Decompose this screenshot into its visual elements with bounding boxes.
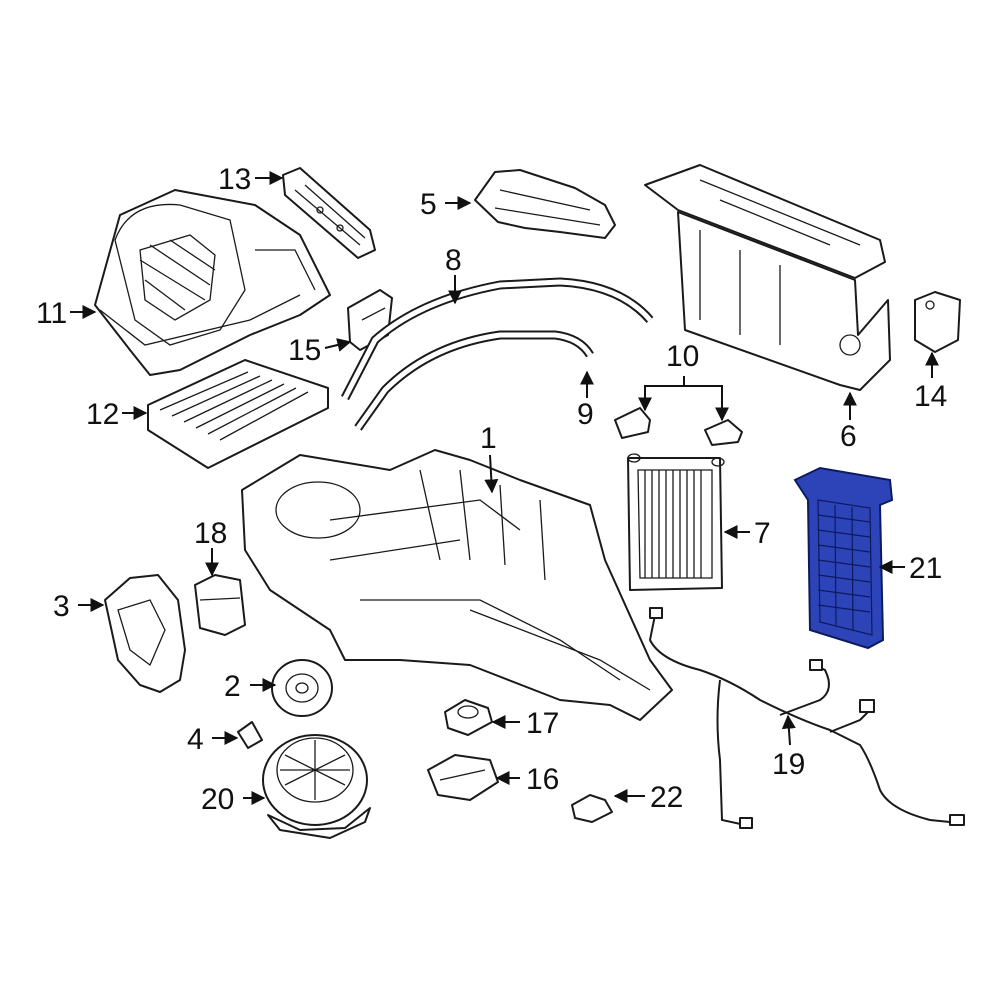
callout-10: 10: [666, 340, 699, 373]
part-7-heater-core[interactable]: [627, 453, 725, 591]
callout-9: 9: [577, 398, 594, 431]
part-2-fan-wheel[interactable]: [271, 659, 333, 717]
callout-19: 19: [772, 748, 805, 781]
callout-3: 3: [53, 590, 70, 623]
callout-14: 14: [914, 380, 947, 413]
part-21-evaporator-highlighted[interactable]: [793, 466, 894, 650]
part-19-wiring-harness[interactable]: [648, 607, 965, 829]
part-9-heater-tube[interactable]: [354, 330, 594, 431]
callout-5: 5: [420, 188, 437, 221]
callout-22: 22: [650, 781, 683, 814]
callout-17: 17: [526, 707, 559, 740]
part-5-duct[interactable]: [474, 169, 616, 239]
part-1-hvac-case[interactable]: [241, 449, 673, 721]
part-17-motor-mount[interactable]: [444, 699, 493, 736]
callout-labels: 1 2 3 4 5 6 7 8 9 10 11 12 13 14 15 16 1…: [36, 163, 947, 816]
part-10-clips[interactable]: [614, 407, 743, 446]
part-4-bushing[interactable]: [237, 721, 263, 749]
callout-13: 13: [218, 163, 251, 196]
part-18-actuator[interactable]: [194, 574, 246, 636]
part-11-upper-air-box[interactable]: [94, 189, 331, 376]
callout-16: 16: [526, 763, 559, 796]
part-14-sensor[interactable]: [914, 291, 961, 353]
part-22-sensor[interactable]: [571, 794, 613, 823]
callout-8: 8: [445, 244, 462, 277]
part-8-heater-tube[interactable]: [341, 277, 654, 401]
part-16-control-module[interactable]: [427, 754, 499, 801]
callout-7: 7: [754, 517, 771, 550]
callout-2: 2: [224, 670, 241, 703]
callout-20: 20: [201, 783, 234, 816]
callout-15: 15: [288, 334, 321, 367]
part-3-blower-housing[interactable]: [104, 574, 186, 693]
part-6-rear-housing[interactable]: [644, 164, 891, 391]
part-13-mode-actuator[interactable]: [282, 167, 376, 259]
callout-1: 1: [480, 422, 497, 455]
callout-21: 21: [909, 552, 942, 585]
callout-4: 4: [187, 723, 204, 756]
callout-12: 12: [86, 398, 119, 431]
callout-18: 18: [194, 517, 227, 550]
leader-lines: [70, 171, 939, 805]
part-12-cabin-filter[interactable]: [147, 359, 329, 469]
callout-11: 11: [36, 297, 67, 330]
callout-6: 6: [840, 420, 857, 453]
part-20-blower-motor[interactable]: [262, 734, 371, 839]
